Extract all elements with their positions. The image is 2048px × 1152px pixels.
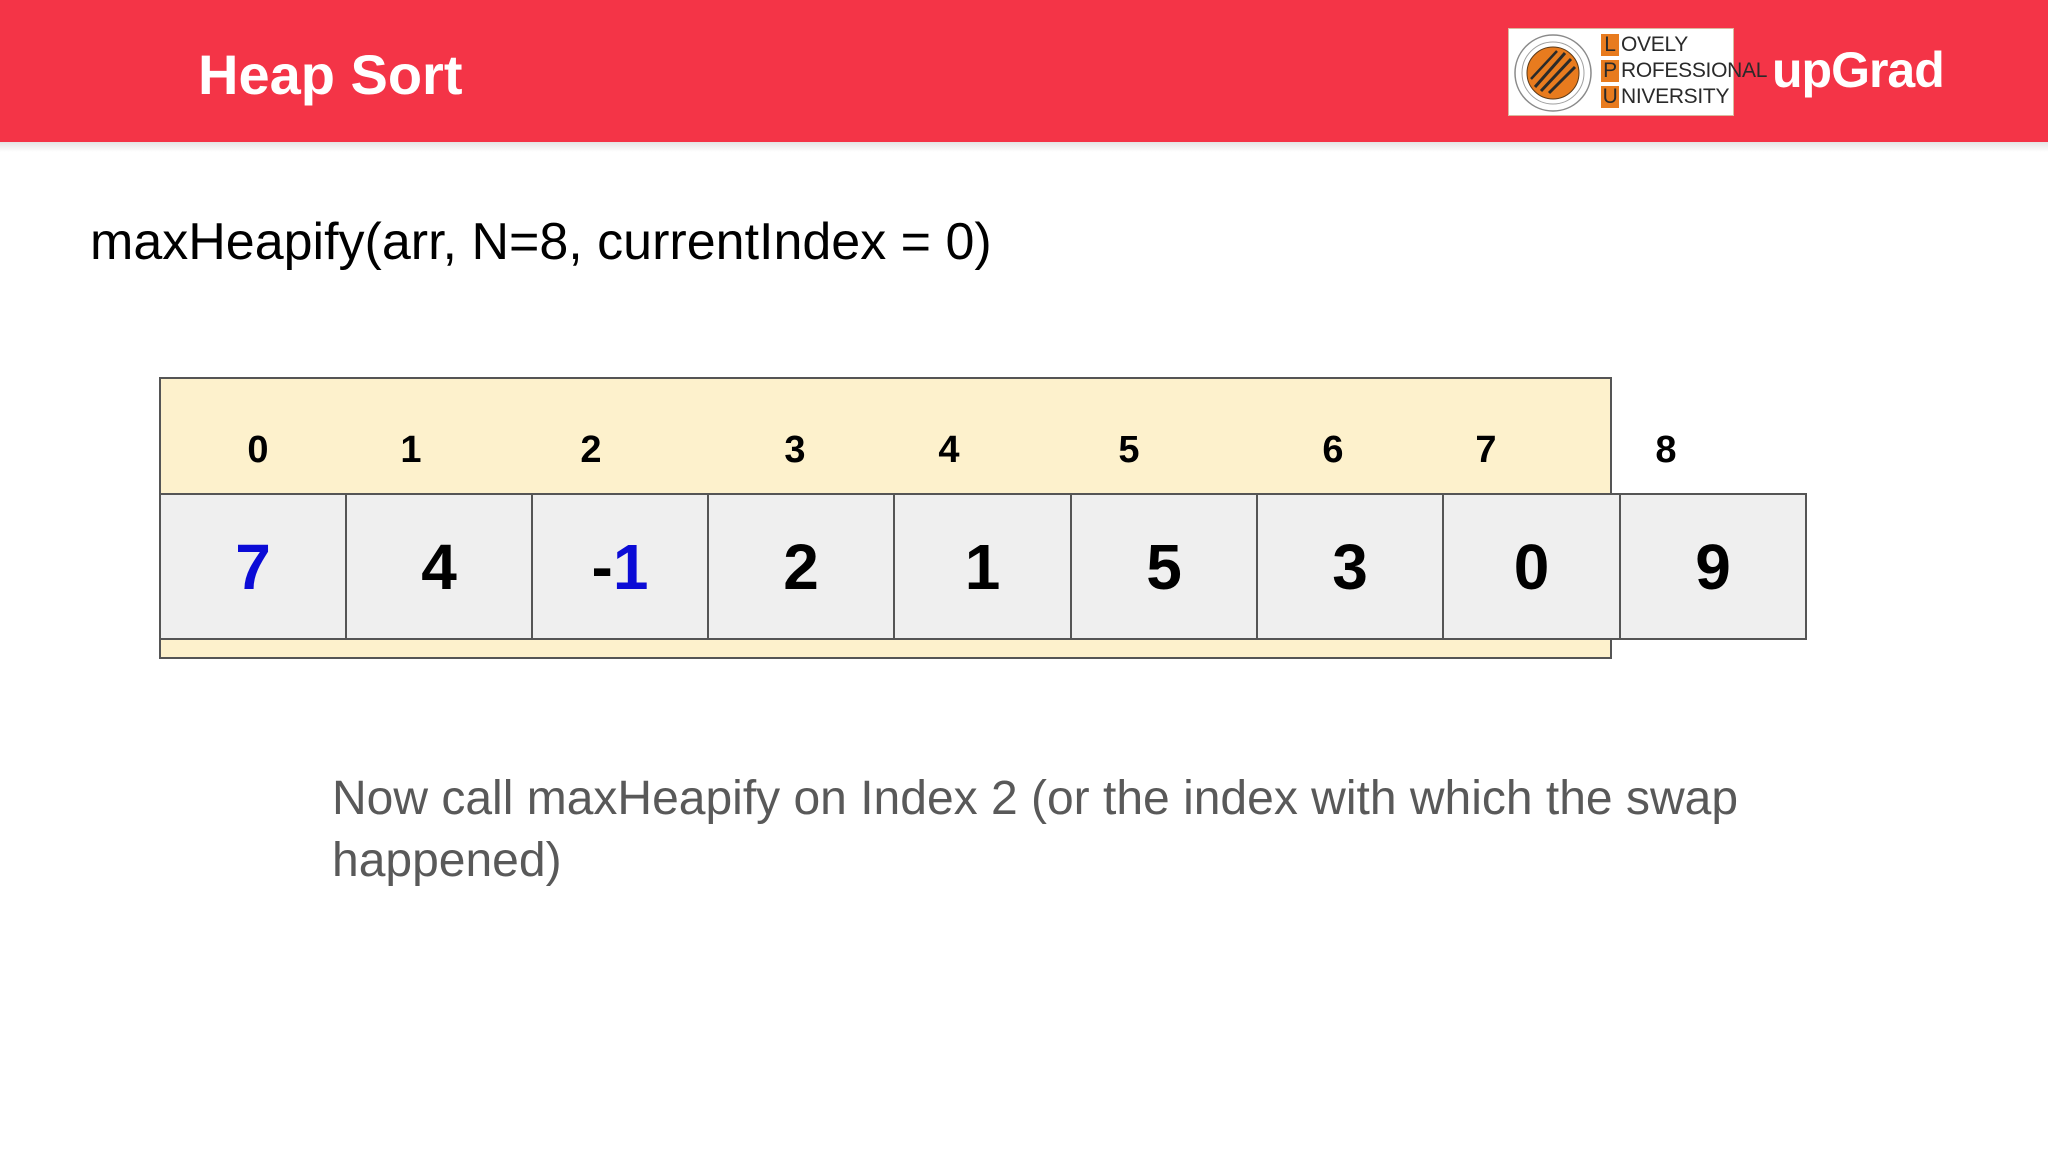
- minus-sign: -: [591, 530, 613, 603]
- array-index-label: 4: [938, 429, 960, 471]
- array-cell: 5: [1070, 493, 1258, 640]
- array-index-label: 0: [247, 429, 269, 471]
- function-call-text: maxHeapify(arr, N=8, currentIndex = 0): [90, 213, 992, 271]
- university-seal-icon: [1514, 34, 1592, 112]
- slide-title: Heap Sort: [198, 43, 463, 106]
- header-shadow: [0, 142, 2048, 152]
- array-cell: 3: [1256, 493, 1444, 640]
- array-index-label: 5: [1118, 429, 1140, 471]
- array-index-label: 8: [1655, 429, 1677, 471]
- array-cell: 9: [1619, 493, 1807, 640]
- array-cell: 7: [159, 493, 347, 640]
- array-cell: 1: [893, 493, 1072, 640]
- explanation-text: Now call maxHeapify on Index 2 (or the i…: [332, 772, 1739, 887]
- array-index-label: 6: [1322, 429, 1344, 471]
- array-index-label: 2: [580, 429, 602, 471]
- array-index-label: 7: [1475, 429, 1497, 471]
- array-index-label: 1: [400, 429, 422, 471]
- upgrad-logo: upGrad: [1772, 42, 1945, 98]
- array-cell: 4: [345, 493, 533, 640]
- array-cell: 2: [707, 493, 895, 640]
- blue-digit: 1: [612, 530, 649, 603]
- array-cell: -1: [531, 493, 709, 640]
- array-cell: 0: [1442, 493, 1621, 640]
- array-index-label: 3: [784, 429, 806, 471]
